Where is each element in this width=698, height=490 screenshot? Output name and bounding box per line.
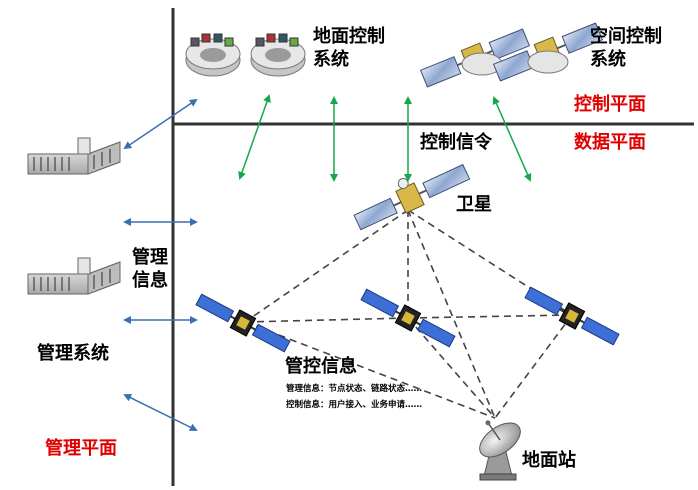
management-info-detail: 管理信息：节点状态、链路状态……	[286, 384, 423, 394]
ground-station-label: 地面站	[522, 450, 576, 471]
management-arrows	[123, 98, 198, 431]
control-signal-label: 控制信令	[420, 132, 492, 153]
space-control-satellites-icon	[419, 22, 604, 88]
control-info-detail: 控制信息：用户接入、业务申请……	[286, 400, 423, 410]
satellite-label: 卫星	[456, 194, 492, 215]
management-system-label: 管理系统	[37, 343, 109, 364]
management-info-label: 管理信息	[132, 247, 168, 291]
management-plane-label: 管理平面	[45, 438, 117, 459]
ground-station-dish-icon	[479, 420, 521, 481]
space-control-label: 空间控制系统	[590, 26, 662, 70]
data-plane-label: 数据平面	[574, 132, 646, 153]
lower-satellite-icon	[195, 286, 620, 353]
control-signal-arrows	[238, 94, 532, 182]
ground-control-console-icon	[185, 33, 306, 77]
ground-control-label: 地面控制系统	[313, 26, 385, 70]
control-info-label: 管控信息	[285, 356, 357, 377]
control-plane-label: 控制平面	[574, 94, 646, 115]
top-satellite-icon	[353, 163, 471, 231]
management-building-icon	[27, 137, 121, 295]
